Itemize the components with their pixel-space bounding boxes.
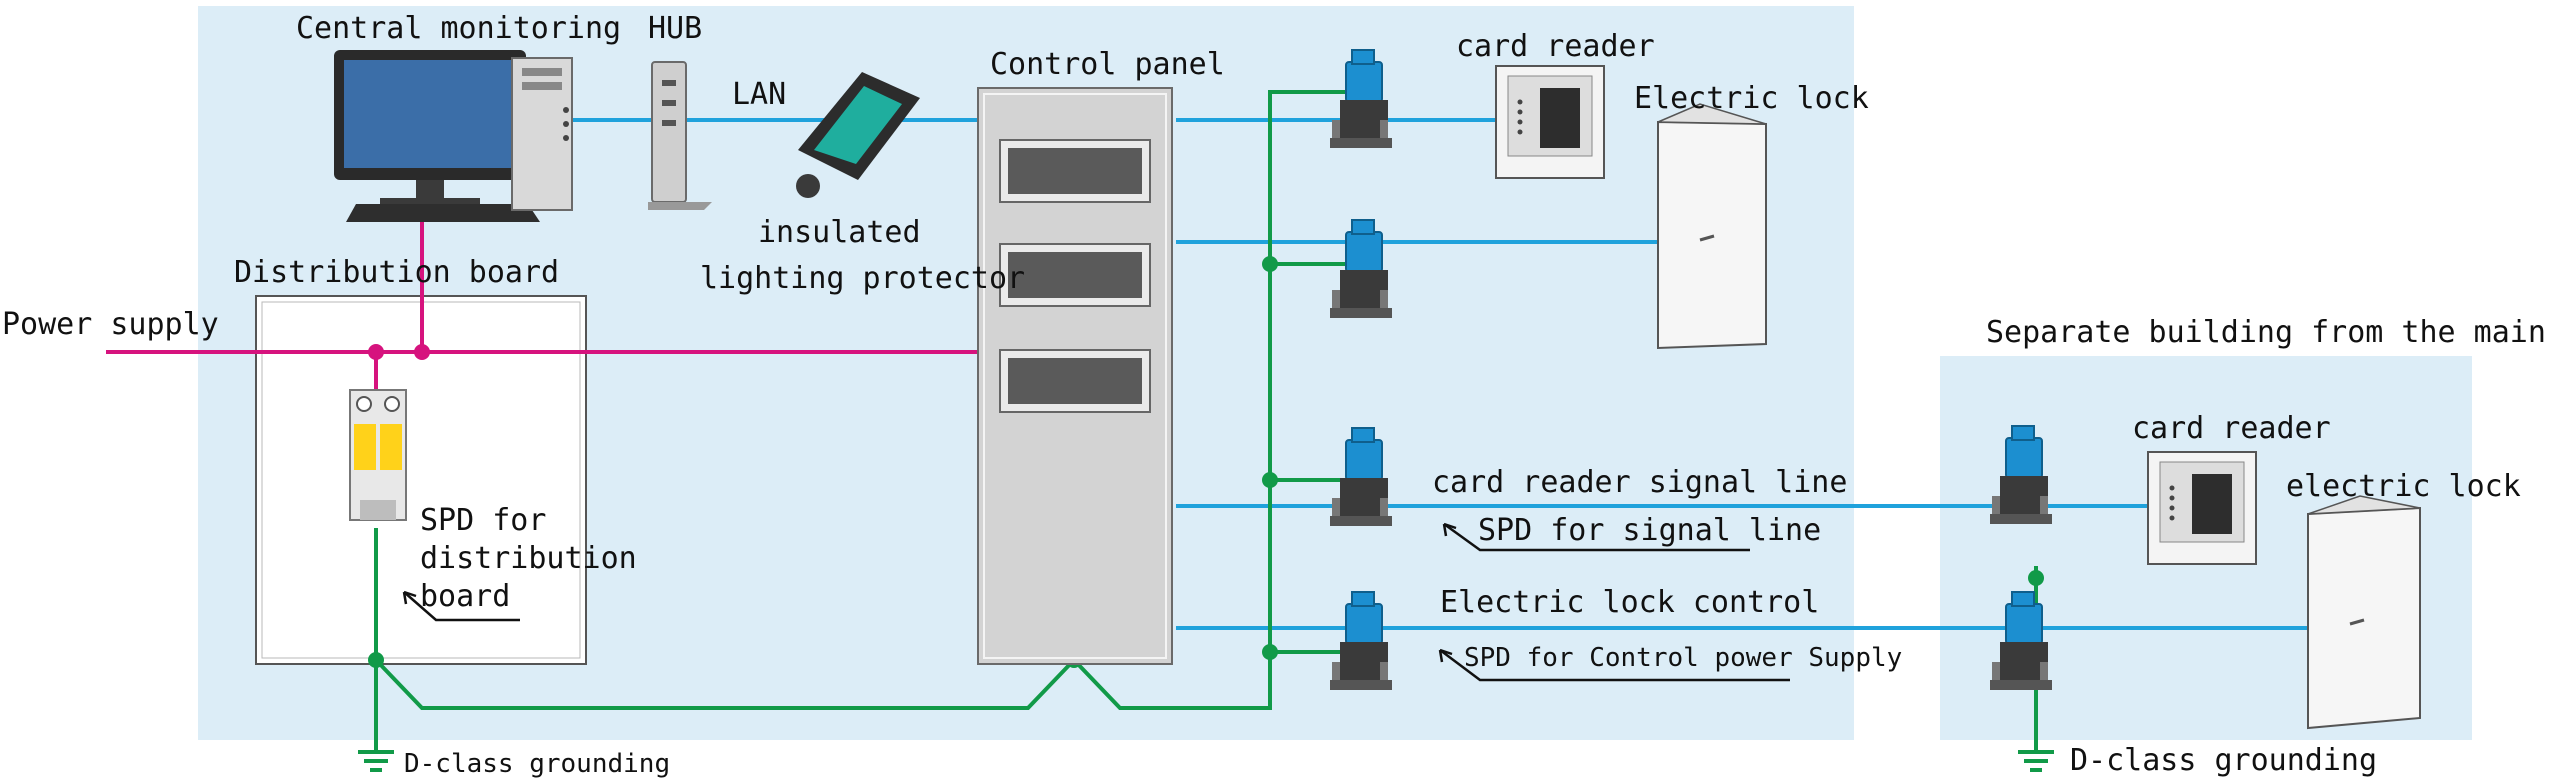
card-reader-icon — [2147, 451, 2257, 565]
electric-lock-main-label: Electric lock — [1634, 81, 1869, 116]
hub-icon — [648, 61, 712, 210]
spd-dist-label-line1: SPD for — [420, 503, 546, 538]
card-reader-main-label: card reader — [1456, 29, 1655, 64]
spd-dist-label-line3: board — [420, 579, 510, 614]
insulated-label-line2: lighting protector — [700, 261, 1025, 296]
keyboard-icon — [346, 204, 540, 222]
door-icon — [1657, 103, 1767, 350]
card-reader-icon — [1495, 65, 1605, 179]
computer-monitor-icon — [334, 50, 526, 208]
control-panel-label: Control panel — [990, 47, 1225, 82]
card-reader-remote-label: card reader — [2132, 411, 2331, 446]
electric-lock-control-label: Electric lock control — [1440, 585, 1819, 620]
insulated-label-line1: insulated — [758, 215, 921, 250]
pc-tower-icon — [511, 57, 573, 211]
separate-building-label: Separate building from the main — [1986, 315, 2546, 350]
distribution-board-label: Distribution board — [234, 255, 559, 290]
electric-lock-remote-label: electric lock — [2286, 469, 2521, 504]
control-panel-icon — [977, 87, 1173, 665]
callout-arrows — [402, 522, 1790, 682]
circuit-breaker-icon — [349, 389, 407, 521]
central-monitoring-label: Central monitoring — [296, 11, 621, 46]
d-class-grounding-right-label: D-class grounding — [2070, 743, 2377, 778]
spd-dist-label-line2: distribution — [420, 541, 637, 576]
door-icon — [2307, 495, 2421, 730]
lan-label: LAN — [732, 77, 786, 112]
ground-symbol-icon — [2016, 750, 2056, 772]
hub-label: HUB — [648, 11, 702, 46]
spd-control-power-label: SPD for Control power Supply — [1464, 643, 1902, 673]
insulated-protector-icon — [796, 72, 920, 198]
d-class-grounding-left-label: D-class grounding — [404, 749, 670, 779]
spd-signal-line-label: SPD for signal line — [1478, 513, 1821, 548]
card-reader-signal-line-label: card reader signal line — [1432, 465, 1847, 500]
ground-symbol-icon — [356, 750, 396, 772]
power-supply-label: Power supply — [2, 307, 219, 342]
